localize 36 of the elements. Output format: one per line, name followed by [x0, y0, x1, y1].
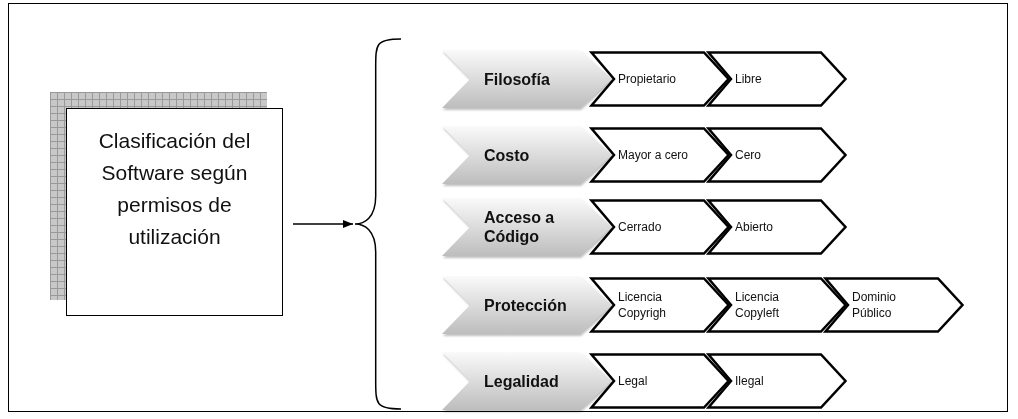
option-banner: [590, 51, 730, 107]
category-label: Protección: [484, 295, 568, 315]
option-banner: [590, 353, 730, 409]
category-banner: [440, 350, 612, 412]
option-label: Abierto: [735, 219, 775, 235]
option-banner: [707, 51, 847, 107]
category-banner: [440, 124, 612, 186]
option-banner: [590, 199, 730, 255]
option-label: Libre: [735, 71, 763, 87]
option-banner: [707, 127, 847, 183]
arrow: [292, 220, 354, 228]
option-label: Licencia Copyleft: [735, 289, 781, 321]
option-label: Cero: [735, 147, 762, 163]
category-banner: [440, 196, 612, 258]
curly-brace: [355, 38, 401, 410]
category-banner: [440, 274, 612, 336]
option-label: Mayor a cero: [618, 147, 690, 163]
option-label: Ilegal: [735, 373, 765, 389]
option-label: Legal: [618, 373, 649, 389]
option-label: Propietario: [618, 71, 678, 87]
option-label: Cerrado: [618, 219, 663, 235]
option-banner: [590, 277, 730, 333]
title-box: [66, 108, 283, 316]
option-banner: [707, 353, 847, 409]
category-label: Legalidad: [484, 371, 560, 391]
option-banner: [707, 199, 847, 255]
category-label: Acceso a Código: [484, 208, 556, 246]
option-banner: [590, 127, 730, 183]
option-banner: [824, 277, 964, 333]
option-label: Dominio Público: [852, 289, 897, 321]
category-banner: [440, 48, 612, 110]
category-label: Filosofía: [484, 69, 551, 89]
option-label: Licencia Copyrigh: [618, 289, 668, 321]
title-text: Clasificación del Software según permisos de utilización: [97, 128, 252, 250]
option-banner: [707, 277, 847, 333]
category-label: Costo: [484, 145, 531, 165]
